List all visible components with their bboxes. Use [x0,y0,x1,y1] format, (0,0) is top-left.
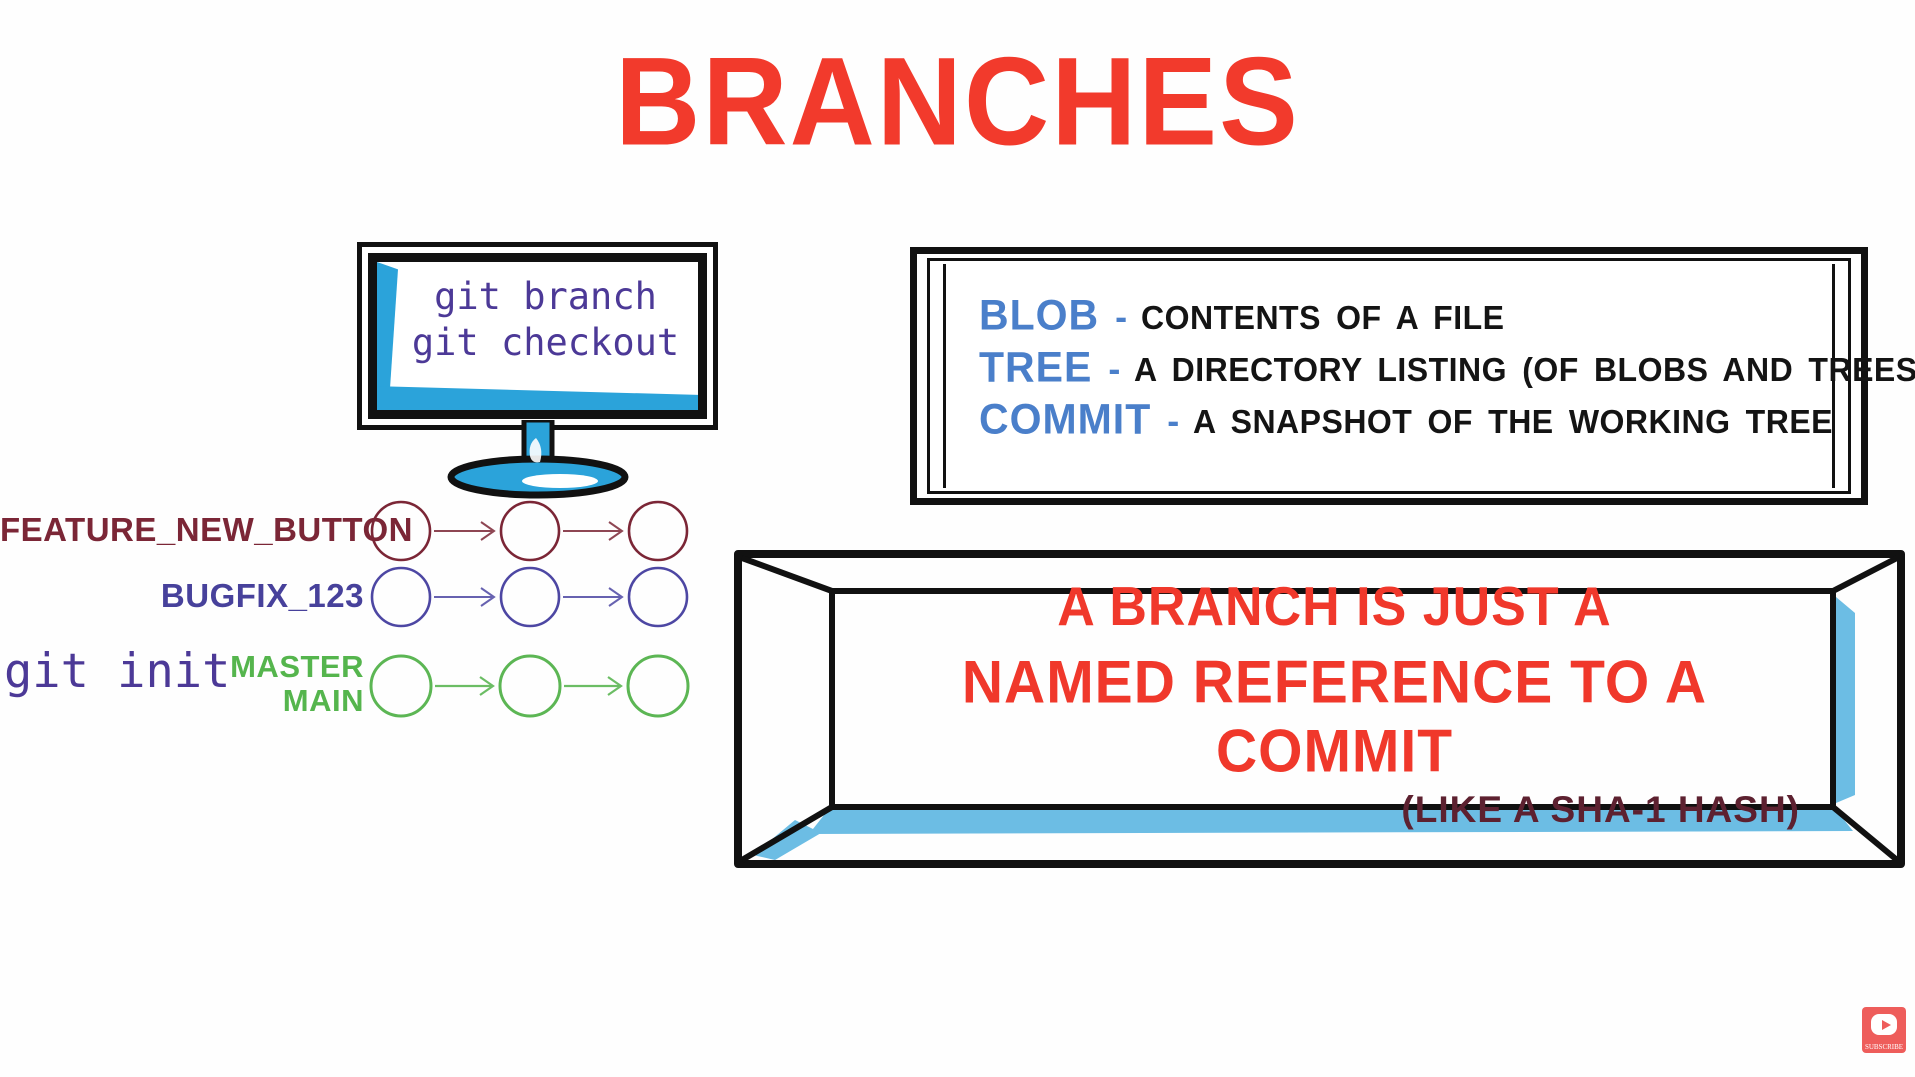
definition-row-blob: BLOB - CONTENTS OF A FILE [979,290,1821,344]
git-checkout-command: git checkout [411,321,680,364]
dash-separator: - [1115,296,1128,337]
definition-row-tree: TREE - A DIRECTORY LISTING (OF BLOBS AND… [979,342,1915,396]
dash-separator: - [1108,348,1121,389]
git-commands-text: git branch git checkout [377,262,698,366]
commit-graph-icon [369,500,690,718]
definitions-box-inner-frame [927,258,1851,494]
youtube-play-icon [1871,1014,1897,1035]
monitor-illustration: git branch git checkout [357,242,718,430]
callout-line2: NAMED REFERENCE TO A COMMIT [961,648,1708,786]
monitor-screen: git branch git checkout [368,253,707,419]
subscribe-label: SUBSCRIBE [1864,1043,1904,1051]
screen-accent-bottom [377,386,698,410]
branch-label-feature: FEATURE_NEW_BUTTON [0,511,413,548]
branch-label-master-main: MASTER MAIN [0,650,364,718]
callout-line1: A BRANCH IS JUST A [1057,576,1612,638]
page-title: BRANCHES [615,32,1300,172]
git-branch-command: git branch [434,275,657,318]
definition-row-commit: COMMIT - A SNAPSHOT OF THE WORKING TREE [979,394,1833,448]
definition-blob: CONTENTS OF A FILE [1141,299,1505,336]
definitions-box-left-rule [943,264,946,488]
dash-separator: - [1167,400,1180,441]
definition-commit: A SNAPSHOT OF THE WORKING TREE [1193,403,1834,440]
definitions-list: BLOB - CONTENTS OF A FILE TREE - A DIREC… [979,290,1915,448]
branch-callout-box: A BRANCH IS JUST A NAMED REFERENCE TO A … [733,549,1908,871]
play-triangle-icon [1882,1020,1891,1030]
callout-line3-sha-note: (LIKE A SHA-1 HASH) [1401,789,1800,830]
master-label: MASTER [230,649,364,684]
definition-tree: A DIRECTORY LISTING (OF BLOBS AND TREES) [1134,351,1915,388]
definitions-box: BLOB - CONTENTS OF A FILE TREE - A DIREC… [910,247,1915,505]
callout-text: A BRANCH IS JUST A NAMED REFERENCE TO A … [841,577,1828,830]
term-tree: TREE [979,342,1093,392]
term-blob: BLOB [979,290,1100,340]
callout-3d-frame [734,550,1905,868]
main-label: MAIN [282,683,364,718]
git-init-command: git init [4,644,231,699]
monitor-stand-icon [447,420,629,499]
term-commit: COMMIT [979,394,1152,444]
definitions-box-right-rule [1832,264,1835,488]
branch-label-bugfix: BUGFIX_123 [160,577,364,614]
subscribe-button[interactable]: SUBSCRIBE [1862,1007,1906,1053]
